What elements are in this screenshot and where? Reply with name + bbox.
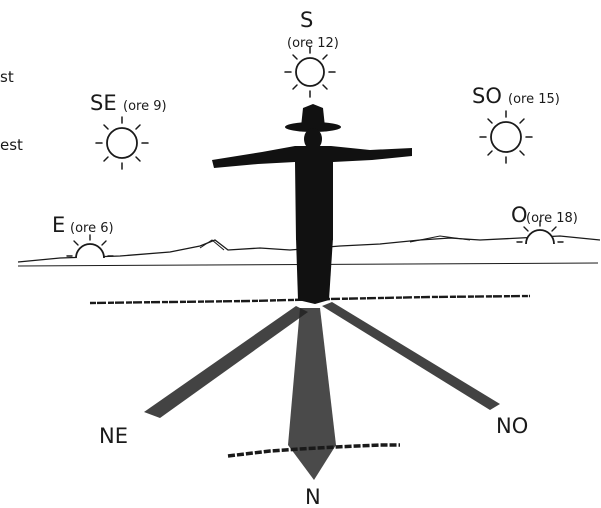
shadow-northeast: [144, 306, 308, 418]
time-southeast: (ore 9): [123, 99, 167, 114]
label-southeast: SE: [90, 91, 117, 115]
label-northwest: NO: [496, 414, 528, 438]
label-southwest: SO: [472, 84, 502, 108]
time-south: (ore 12): [287, 36, 339, 51]
sun-southeast-icon: [96, 117, 148, 169]
label-north: N: [305, 485, 321, 508]
shadow-north: [288, 308, 336, 480]
label-south: S: [300, 8, 313, 32]
edge-fragment-1: st: [0, 68, 14, 86]
scout-figure: [212, 104, 412, 304]
time-east: (ore 6): [70, 221, 114, 236]
sun-southwest-icon: [480, 111, 532, 163]
sun-south-icon: [285, 47, 335, 97]
shadow-northwest: [322, 302, 500, 410]
time-southwest: (ore 15): [508, 92, 560, 107]
edge-fragment-2: est: [0, 136, 23, 154]
horizon-hills: [200, 236, 470, 250]
sun-east-icon: [67, 235, 113, 258]
time-west: (ore 18): [526, 211, 578, 226]
label-northeast: NE: [99, 424, 128, 448]
label-east: E: [52, 213, 65, 237]
